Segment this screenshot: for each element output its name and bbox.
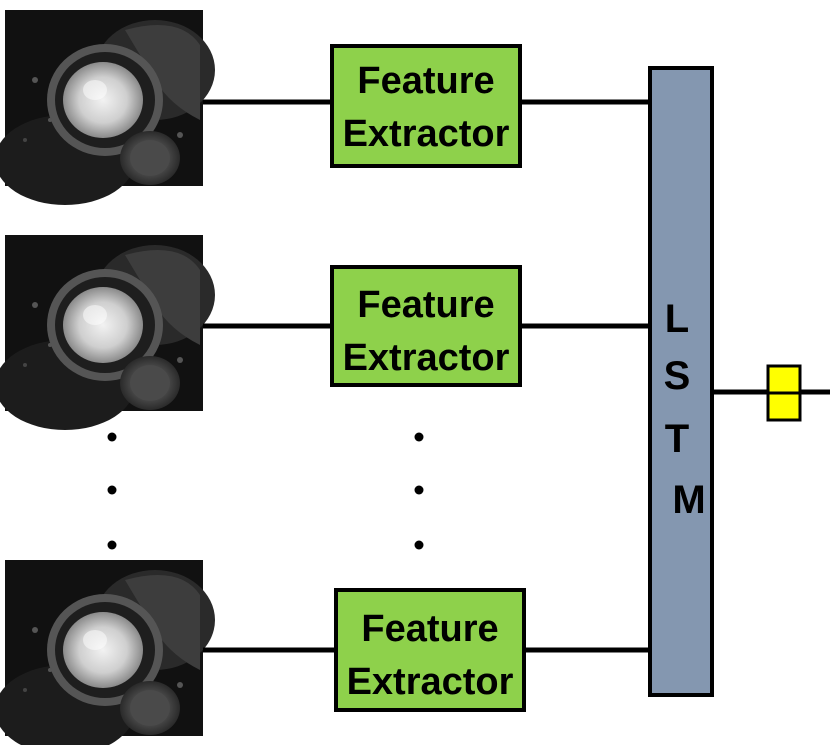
feature-extractor-box-2: Feature Extractor xyxy=(330,265,522,387)
ellipsis-dot xyxy=(414,432,424,442)
cardiac-mri-frame-icon xyxy=(0,235,215,430)
feature-extractor-label-line1: Feature xyxy=(357,284,494,326)
feature-extractor-box-1: Feature Extractor xyxy=(330,44,522,168)
ellipsis-dot xyxy=(107,485,117,495)
lstm-letter: T xyxy=(665,417,689,461)
feature-extractor-box-3: Feature Extractor xyxy=(334,588,526,712)
ellipsis-dot xyxy=(107,432,117,442)
feature-extractor-label-line2: Extractor xyxy=(347,661,514,703)
feature-extractor-label-line1: Feature xyxy=(357,60,494,102)
ellipsis-dot xyxy=(414,485,424,495)
lstm-box: L S T M xyxy=(648,66,714,697)
ellipsis-dot xyxy=(414,540,424,550)
ellipsis-dot xyxy=(107,540,117,550)
lstm-letter: M xyxy=(672,478,705,522)
cardiac-mri-frame-icon xyxy=(0,560,215,745)
feature-extractor-label-line2: Extractor xyxy=(343,113,510,155)
feature-extractor-label-line1: Feature xyxy=(361,608,498,650)
lstm-letter: L xyxy=(665,297,689,341)
lstm-letter: S xyxy=(664,354,691,398)
output-vector xyxy=(766,364,802,422)
feature-extractor-label-line2: Extractor xyxy=(343,337,510,379)
cardiac-mri-frame-icon xyxy=(0,10,215,205)
